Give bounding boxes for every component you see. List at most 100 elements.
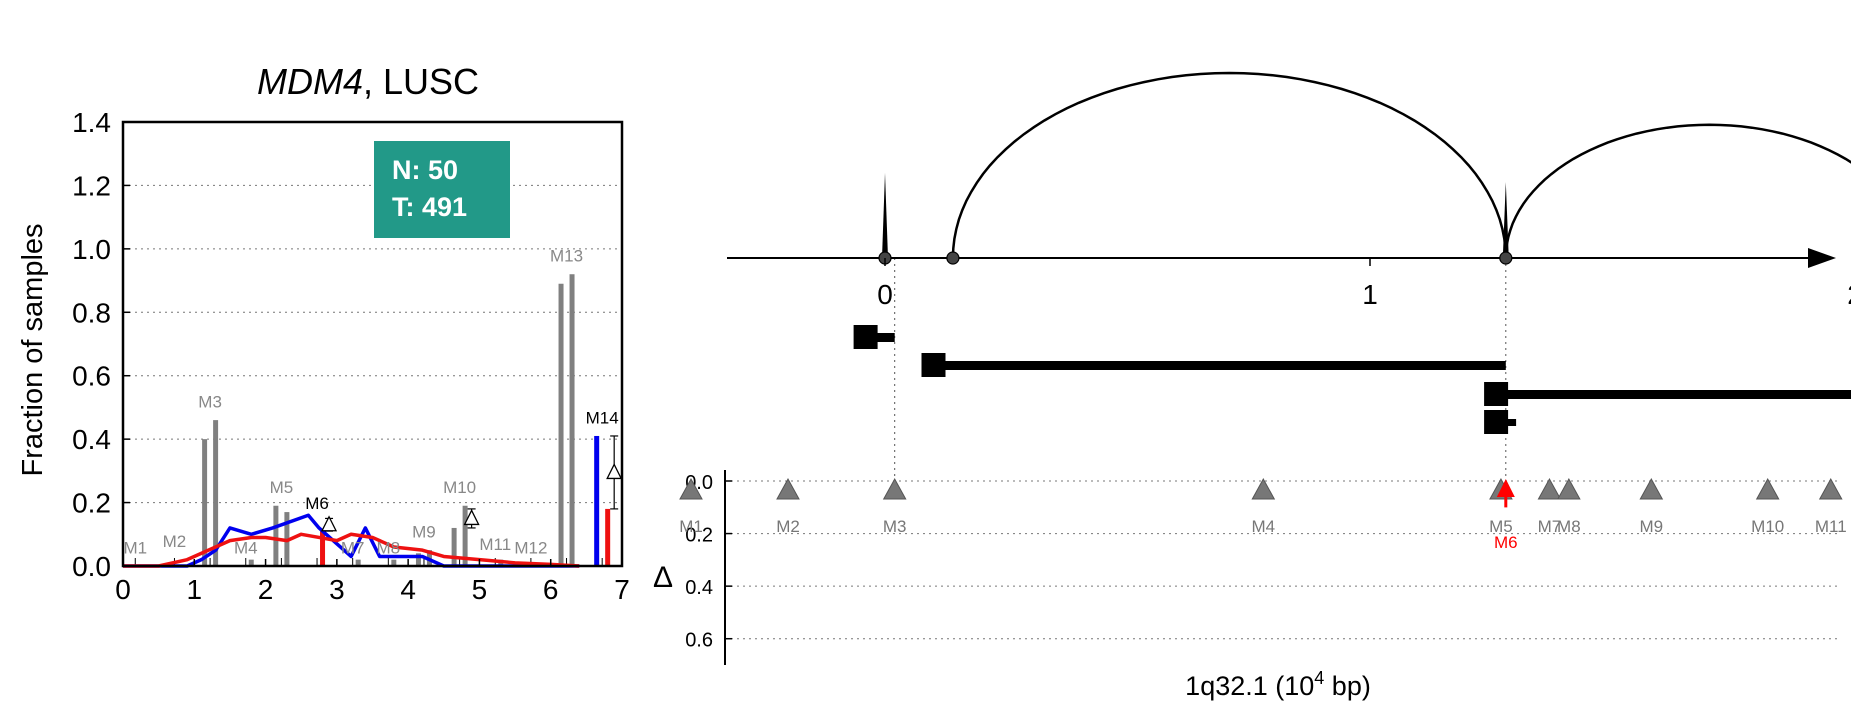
badge-normal-count: N: 50	[392, 155, 458, 185]
metagene-position-label: M8	[1557, 517, 1581, 536]
y-tick-label: 0.2	[72, 488, 111, 519]
metagene-triangle-icon	[1818, 477, 1843, 500]
delta-tick-label: 0.4	[685, 577, 713, 599]
metagene-triangle-icon	[679, 477, 703, 500]
metagene-bar-tumor	[248, 559, 254, 566]
metagene-position-label: M3	[883, 517, 907, 536]
metagene-position-label: M2	[776, 517, 800, 536]
isoform-line	[943, 361, 1506, 370]
metagene-bar-normal	[594, 435, 600, 566]
isoform-line	[1506, 390, 1851, 399]
sample-count-badge: N: 50 T: 491	[374, 141, 510, 238]
metagene-label: M7	[341, 538, 365, 557]
metagene-label: M2	[163, 532, 187, 551]
metagene-bar-normal	[202, 439, 208, 566]
metagene-bar-tumor	[605, 508, 611, 566]
metagene-position-label: M9	[1639, 517, 1663, 536]
delta-axis-label: Δ	[653, 561, 673, 594]
junction-dot	[946, 251, 960, 265]
metagene-triangle-icon	[1537, 477, 1562, 500]
x-tick-label: 5	[472, 574, 488, 605]
delta-up-arrow-icon	[1496, 479, 1515, 497]
metagene-triangle-icon	[882, 477, 907, 500]
isoform-tracks	[853, 325, 1851, 434]
splice-arc	[1504, 123, 1851, 259]
delta-markers	[320, 435, 623, 532]
title-gene: MDM4	[257, 61, 363, 102]
delta-tick-label: 0.6	[685, 630, 713, 652]
metagene-position-label: M11	[1815, 517, 1847, 536]
y-tick-label: 0.4	[72, 424, 111, 455]
badge-tumor-count: T: 491	[392, 192, 467, 222]
metagene-label: M9	[412, 522, 436, 541]
metagene-bar-tumor	[355, 559, 361, 566]
metagene-triangle-icon	[776, 477, 800, 500]
isoform-box	[1484, 410, 1509, 434]
junction-spikes	[882, 172, 1509, 258]
y-tick-label: 0.6	[72, 361, 111, 392]
series-line-tumor	[123, 532, 580, 568]
metagene-label: M4	[234, 538, 258, 557]
metagene-bar-tumor	[462, 505, 468, 566]
junction-spike	[1502, 182, 1509, 258]
metagene-triangle-icon	[1639, 477, 1664, 500]
genome-axis-label-prefix: 1q32.1 (10	[1185, 671, 1314, 701]
splice-arc	[951, 71, 1508, 259]
chart-title: MDM4, LUSC	[257, 61, 479, 102]
metagene-position-label: M1	[679, 517, 703, 536]
x-tick-label: 2	[258, 574, 274, 605]
delta-gridlines	[725, 480, 1840, 640]
metagene-bar-tumor	[213, 420, 219, 566]
series-lines	[123, 513, 580, 568]
genome-axis-label: 1q32.1 (104 bp)	[1185, 668, 1371, 701]
metagene-label: M13	[550, 247, 583, 266]
delta-triangle-icon	[606, 462, 623, 480]
metagene-label: M10	[443, 478, 476, 497]
metagene-position-label: M10	[1751, 517, 1784, 536]
genome-axis-label-suffix: bp)	[1324, 671, 1371, 701]
x-tick-label: 1	[186, 574, 202, 605]
genome-tick-label: 1	[1362, 279, 1378, 310]
y-gridlines	[123, 184, 622, 504]
x-tick-label: 6	[543, 574, 559, 605]
y-axis-label: Fraction of samples	[17, 223, 49, 476]
metagene-position-label: M7	[1538, 517, 1562, 536]
splice-arcs	[951, 71, 1851, 259]
delta-tick-labels: 0.00.20.40.6	[685, 472, 732, 652]
isoform-box	[921, 353, 946, 377]
metagene-label: M14	[586, 408, 619, 427]
y-tick-label: 1.2	[72, 170, 111, 201]
metagene-bar-tumor	[320, 531, 326, 566]
x-tick-label: 0	[115, 574, 131, 605]
metagene-label: M1	[123, 538, 147, 557]
metagene-triangle-icon	[1557, 477, 1581, 500]
y-tick-label: 0.8	[72, 297, 111, 328]
metagene-label: M5	[270, 478, 294, 497]
metagene-triangle-icon	[1251, 477, 1276, 500]
isoform-box	[1484, 382, 1509, 406]
metagene-label: M12	[514, 538, 547, 557]
metagene-bar-normal	[558, 283, 564, 566]
series-line-normal	[123, 513, 580, 568]
metagene-position-label: M5	[1489, 517, 1513, 536]
title-rest: , LUSC	[363, 61, 479, 102]
isoform-line	[875, 333, 895, 342]
delta-triangle-icon	[320, 515, 338, 532]
metagene-label: M11	[479, 535, 511, 554]
junction-spike	[882, 172, 888, 258]
metagene-bar-normal	[273, 505, 279, 566]
metagene-label: M3	[198, 392, 222, 411]
metagene-bar-tumor	[569, 274, 575, 566]
y-tick-label: 1.4	[72, 107, 111, 138]
delta-tick-label: 0.2	[685, 525, 713, 547]
metagene-label: M8	[377, 538, 401, 557]
metagene-bar-normal	[415, 553, 421, 566]
delta-triangle-icon	[463, 508, 480, 526]
isoform-box	[853, 325, 878, 349]
metagene-label: M6	[305, 494, 329, 513]
